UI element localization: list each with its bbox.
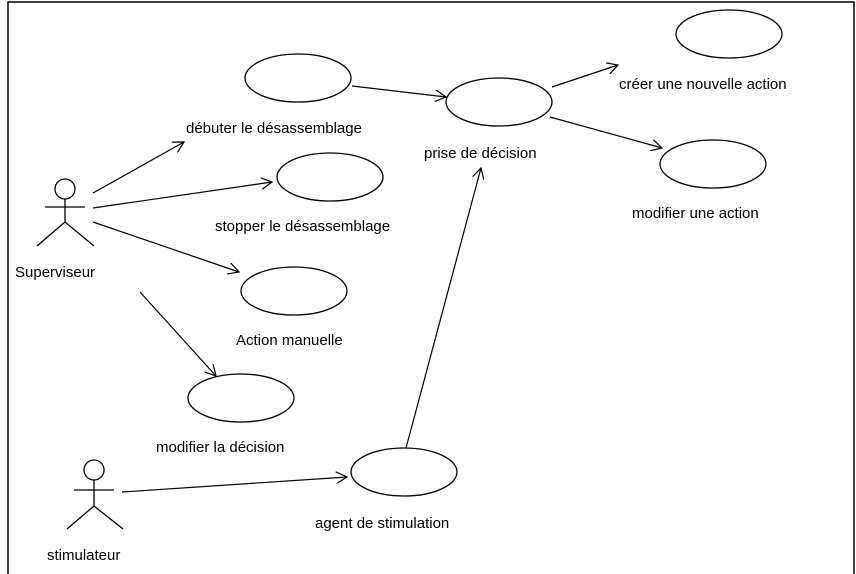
actor-right-leg — [93, 505, 124, 530]
actor-right-leg — [64, 221, 95, 247]
association-agent-prise-decision — [405, 168, 481, 449]
diagram-frame — [7, 1, 855, 574]
association-debuter-prise-decision — [351, 85, 446, 97]
use-case-modifier-la-decision — [187, 373, 295, 423]
use-case-prise-de-decision — [445, 77, 553, 127]
actor-left-leg — [66, 505, 95, 530]
association-superviseur-modifier-decision — [139, 291, 216, 376]
label-action-manuelle: Action manuelle — [236, 332, 343, 349]
label-prise-de-decision: prise de décision — [424, 145, 537, 162]
actor-stimulateur-figure — [66, 459, 124, 530]
label-agent-de-stimulation: agent de stimulation — [315, 515, 449, 532]
label-stopper-desassemblage: stopper le désassemblage — [215, 218, 390, 235]
label-creer-nouvelle-action: créer une nouvelle action — [619, 76, 787, 93]
actor-left-leg — [36, 221, 66, 247]
association-superviseur-debuter — [92, 142, 184, 194]
association-prise-decision-creer-action — [551, 65, 618, 88]
use-case-debuter-desassemblage — [244, 53, 352, 103]
association-superviseur-action-manuelle — [92, 221, 239, 272]
use-case-modifier-une-action — [659, 139, 767, 189]
use-case-agent-de-stimulation — [350, 447, 458, 497]
label-modifier-une-action: modifier une action — [632, 205, 759, 222]
use-case-action-manuelle — [240, 266, 348, 316]
use-case-creer-nouvelle-action — [675, 9, 783, 59]
label-debuter-desassemblage: débuter le désassemblage — [186, 120, 362, 137]
association-stimulateur-agent — [121, 477, 347, 493]
label-actor-superviseur: Superviseur — [15, 264, 95, 281]
label-actor-stimulateur: stimulateur — [47, 547, 120, 564]
use-case-stopper-desassemblage — [276, 152, 384, 202]
label-modifier-la-decision: modifier la décision — [156, 439, 284, 456]
association-superviseur-stopper — [92, 182, 272, 209]
actor-superviseur-figure — [36, 178, 95, 247]
association-prise-decision-modifier-action — [549, 116, 662, 148]
